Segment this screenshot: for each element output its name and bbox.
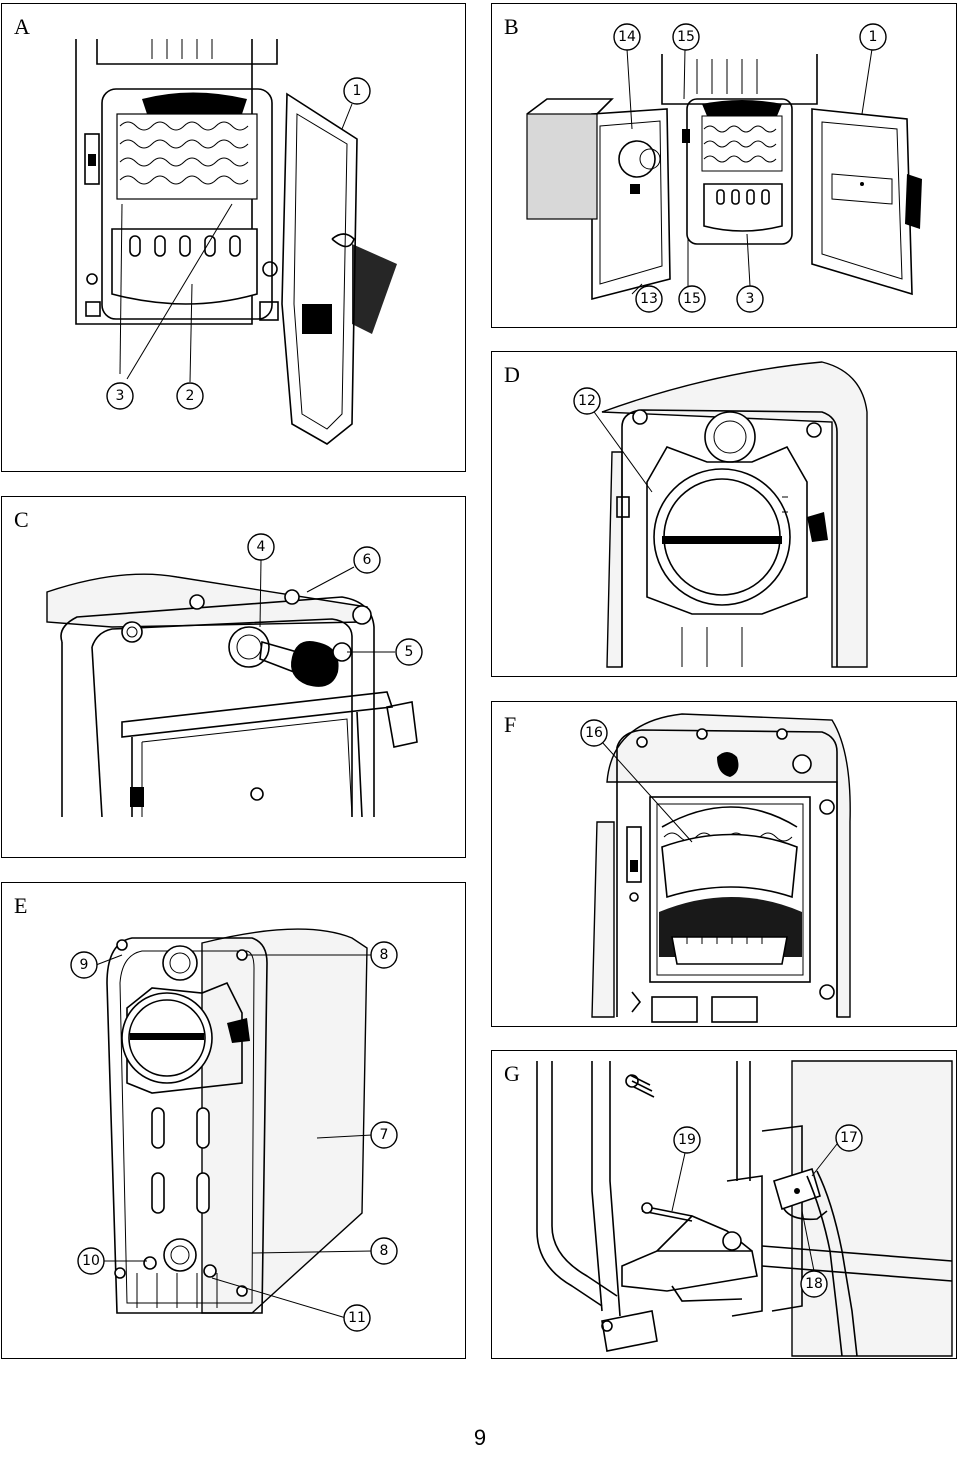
callout-9 — [70, 951, 98, 979]
callout-17-label: 17 — [840, 1130, 858, 1146]
flue-outlet-illustration: 12 — [573, 361, 868, 668]
boiler-rear-insulation-illustration: 9 8 7 8 10 11 — [70, 928, 398, 1332]
callout-11-label: 11 — [348, 1310, 366, 1326]
panel-b: B 14 15 1 1 — [491, 3, 957, 328]
callout-15 — [678, 285, 706, 313]
callout-13-label: 13 — [640, 291, 658, 307]
panel-c: C 4 6 5 — [1, 496, 466, 858]
callout-8-label: 8 — [380, 1243, 389, 1259]
callout-6-label: 6 — [363, 552, 372, 568]
panel-letter: D — [504, 362, 520, 387]
callout-1-label: 1 — [353, 83, 362, 99]
panel-e: E 9 8 7 8 — [1, 882, 466, 1359]
callout-8 — [370, 941, 398, 969]
callout-1-label: 1 — [869, 29, 878, 45]
panel-letter: F — [504, 712, 517, 737]
sensor-clamp-illustration: 19 17 18 — [536, 1060, 953, 1357]
callout-14-label: 14 — [618, 29, 636, 45]
panel-g: G 19 17 18 — [491, 1050, 957, 1359]
callout-3 — [736, 285, 764, 313]
page-number: 9 — [473, 1425, 487, 1450]
callout-4-label: 4 — [257, 539, 266, 555]
boiler-both-doors-open-illustration: 14 15 1 13 15 3 — [526, 23, 922, 313]
callout-1 — [343, 77, 371, 105]
panel-letter: E — [14, 893, 28, 918]
callout-12-label: 12 — [578, 393, 596, 409]
callout-7 — [370, 1121, 398, 1149]
callout-8-label: 8 — [380, 947, 389, 963]
callout-11 — [343, 1304, 371, 1332]
callout-3-label: 3 — [746, 291, 755, 307]
callout-15 — [672, 23, 700, 51]
panel-a: A 1 3 2 — [1, 3, 466, 472]
callout-9-label: 9 — [80, 957, 89, 973]
callout-3-label: 3 — [116, 388, 125, 404]
callout-16 — [580, 719, 608, 747]
callout-7-label: 7 — [380, 1127, 389, 1143]
callout-17 — [835, 1124, 863, 1152]
callout-14 — [613, 23, 641, 51]
combustion-chamber-illustration: 16 — [580, 713, 851, 1023]
callout-5-label: 5 — [405, 644, 414, 660]
callout-10 — [77, 1247, 105, 1275]
callout-13 — [635, 285, 663, 313]
callout-6 — [353, 546, 381, 574]
callout-19 — [673, 1126, 701, 1154]
callout-16-label: 16 — [585, 725, 603, 741]
callout-15-label: 15 — [677, 29, 695, 45]
boiler-open-door-illustration: 1 3 2 — [75, 39, 397, 445]
callout-2-label: 2 — [186, 388, 195, 404]
callout-18-label: 18 — [805, 1276, 823, 1292]
callout-4 — [247, 533, 275, 561]
callout-12 — [573, 387, 601, 415]
panel-f: F 16 — [491, 701, 957, 1027]
callout-19-label: 19 — [678, 1132, 696, 1148]
callout-15-label: 15 — [683, 291, 701, 307]
panel-letter: A — [14, 14, 30, 39]
callout-18 — [800, 1270, 828, 1298]
callout-2 — [176, 382, 204, 410]
thermostat-knob-illustration: 4 6 5 — [46, 533, 423, 818]
panel-letter: G — [504, 1061, 520, 1086]
callout-8 — [370, 1237, 398, 1265]
callout-1 — [859, 23, 887, 51]
panel-letter: C — [14, 507, 29, 532]
panel-d: D 12 — [491, 351, 957, 677]
callout-5 — [395, 638, 423, 666]
panel-letter: B — [504, 14, 519, 39]
callout-10-label: 10 — [82, 1253, 100, 1269]
callout-3 — [106, 382, 134, 410]
